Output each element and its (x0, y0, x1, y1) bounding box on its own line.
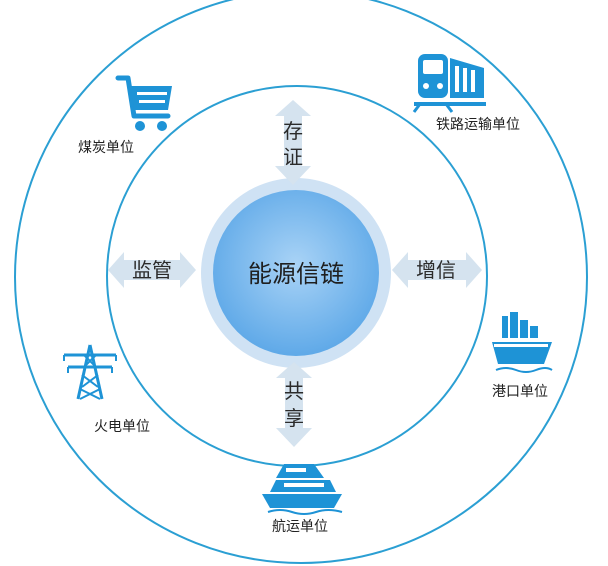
center-label: 能源信链 (248, 260, 344, 288)
arrow-top: 存 证 (275, 100, 311, 185)
arrow-left-shape (108, 252, 196, 288)
unit-label-shipping: 航运单位 (272, 519, 328, 535)
shopping-cart-icon (115, 75, 172, 131)
arrow-bottom: 共 享 (276, 362, 312, 447)
power-tower-icon (63, 344, 117, 400)
arrow-top-shape (275, 100, 311, 185)
ship-icon (262, 464, 343, 515)
outer-ring (14, 0, 588, 564)
arrow-right-shape (392, 252, 482, 288)
function-label-top-1: 存 (283, 119, 303, 143)
function-label-right: 增信 (416, 258, 456, 282)
arrow-left: 监管 (108, 252, 196, 288)
center-circle (213, 190, 379, 356)
arrow-right: 增信 (392, 252, 482, 288)
arrow-bottom-shape (276, 362, 312, 447)
function-label-bottom-1: 共 (284, 379, 304, 403)
unit-label-power: 火电单位 (94, 419, 150, 435)
unit-label-port: 港口单位 (492, 384, 548, 400)
function-label-left: 监管 (132, 258, 172, 282)
train-icon (412, 54, 486, 113)
unit-label-coal: 煤炭单位 (78, 140, 134, 156)
function-label-bottom-2: 享 (284, 406, 304, 430)
cargo-ship-icon (492, 312, 553, 373)
unit-label-rail: 铁路运输单位 (436, 117, 520, 133)
function-label-top-2: 证 (283, 145, 303, 169)
